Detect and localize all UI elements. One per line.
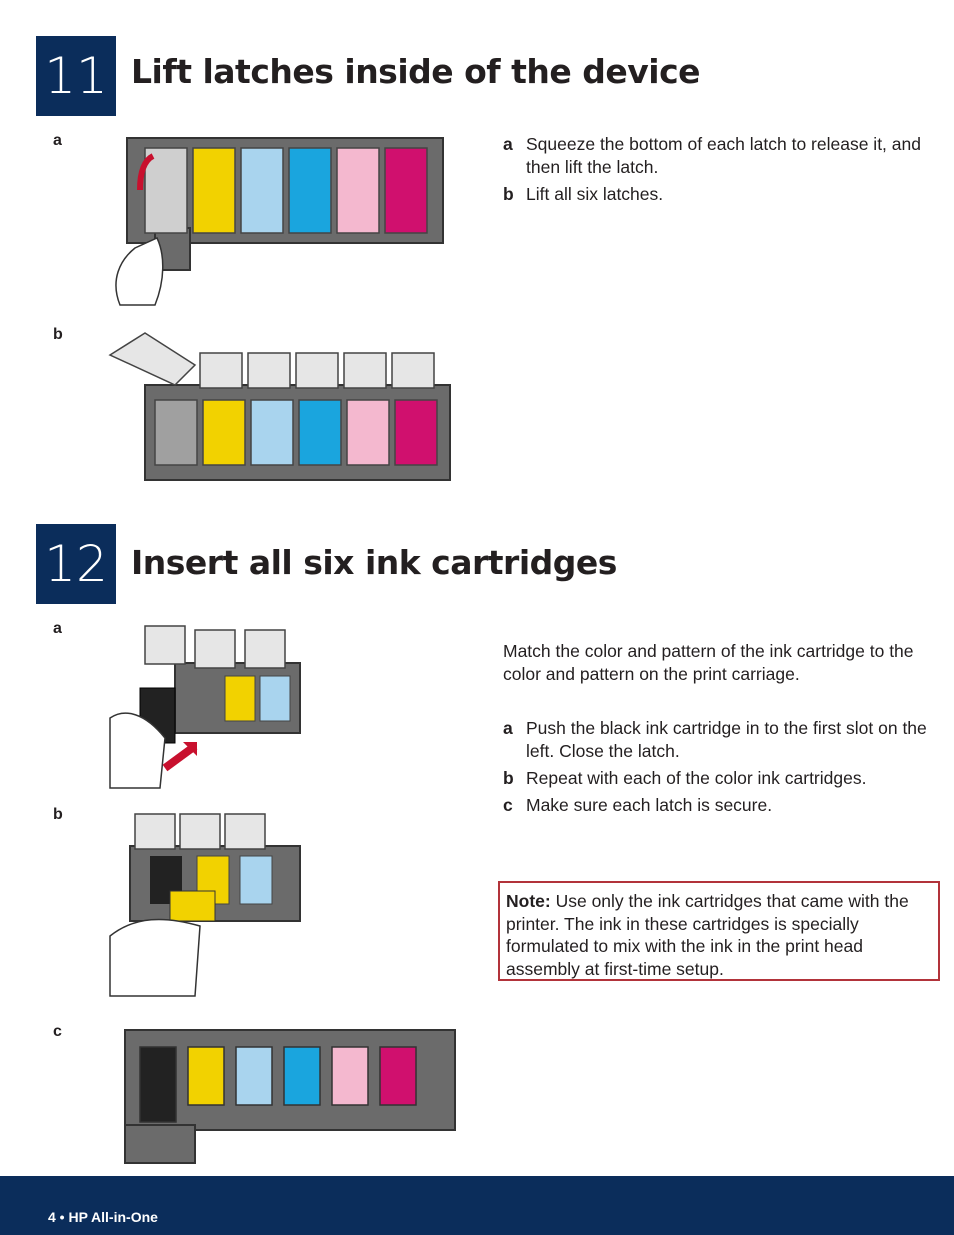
step-12-intro: Match the color and pattern of the ink c… (503, 641, 914, 684)
instruction-key: b (503, 184, 514, 204)
step-number-12: 12 (36, 524, 116, 604)
step-number-11: 11 (36, 36, 116, 116)
figure-12b-insert-color (109, 813, 301, 997)
instruction-text: Lift all six latches. (526, 184, 664, 204)
figure-11b-latches-lifted (108, 332, 451, 481)
figure-label-12a: a (53, 620, 62, 637)
instruction-key: a (503, 134, 513, 154)
instruction-text: Repeat with each of the color ink cartri… (526, 768, 867, 788)
instruction-item: b Repeat with each of the color ink cartr… (503, 767, 943, 790)
instruction-text: Squeeze the bottom of each latch to rele… (526, 134, 921, 177)
instruction-item: a Push the black ink cartridge in to the … (503, 717, 943, 763)
step-12-title: Insert all six ink cartridges (131, 543, 617, 582)
instruction-key: c (503, 795, 513, 815)
figure-12a-insert-black (109, 625, 301, 789)
note-text: Use only the ink cartridges that came wi… (506, 891, 909, 979)
instruction-item: a Squeeze the bottom of each latch to rel… (503, 133, 943, 179)
instruction-text: Push the black ink cartridge in to the f… (526, 718, 927, 761)
figure-12c-all-installed (124, 1029, 456, 1164)
instruction-text: Make sure each latch is secure. (526, 795, 773, 815)
instruction-key: a (503, 718, 513, 738)
figure-label-12c: c (53, 1023, 62, 1040)
step-11-instructions: a Squeeze the bottom of each latch to rel… (503, 133, 943, 210)
figure-11a-lift-latch (115, 137, 444, 306)
figure-label-11b: b (53, 326, 63, 343)
step-12-instructions: a Push the black ink cartridge in to the … (503, 717, 943, 821)
footer-page-label: 4 • HP All-in-One (48, 1209, 158, 1225)
instruction-item: c Make sure each latch is secure. (503, 794, 943, 817)
instruction-key: b (503, 768, 514, 788)
step-11-title: Lift latches inside of the device (131, 52, 701, 91)
footer-bar: 4 • HP All-in-One (0, 1176, 954, 1235)
instruction-item: b Lift all six latches. (503, 183, 943, 206)
note-box: Note: Use only the ink cartridges that c… (498, 881, 940, 981)
figure-label-11a: a (53, 132, 62, 149)
note-label: Note: (506, 891, 551, 911)
figure-label-12b: b (53, 806, 63, 823)
